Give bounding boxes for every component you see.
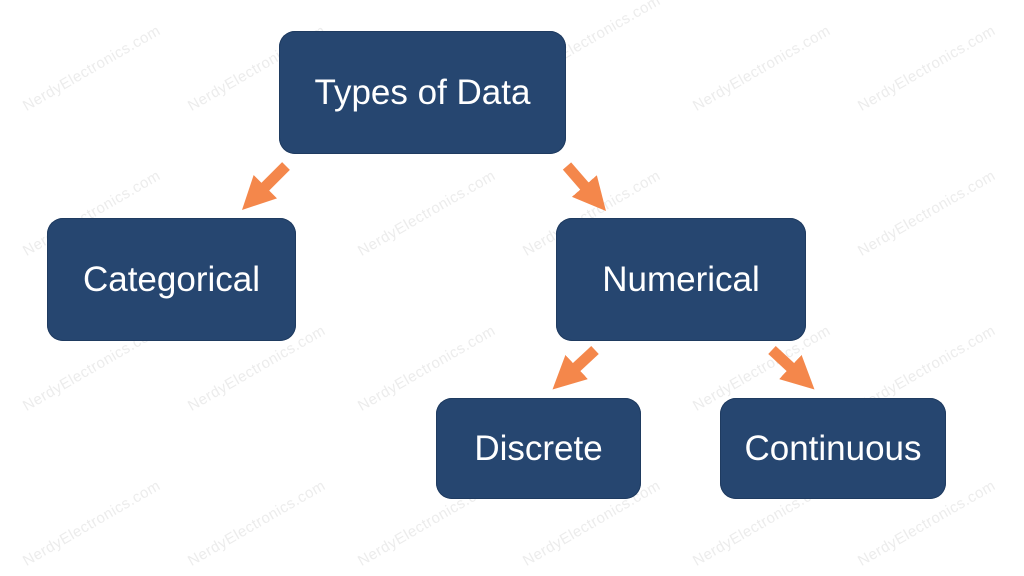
node-continuous: Continuous (720, 398, 946, 499)
node-label: Continuous (744, 428, 922, 468)
node-discrete: Discrete (436, 398, 641, 499)
node-label: Categorical (82, 259, 261, 299)
arrow-root-to-numerical (562, 162, 606, 211)
node-label: Types of Data (314, 72, 531, 112)
arrow-root-to-categorical (241, 162, 290, 211)
arrow-numerical-to-discrete (552, 345, 599, 390)
node-label: Discrete (474, 428, 603, 468)
node-label: Numerical (602, 259, 760, 299)
node-categorical: Categorical (47, 218, 296, 341)
node-types-of-data: Types of Data (279, 31, 566, 154)
arrow-numerical-to-continuous (768, 345, 815, 390)
node-numerical: Numerical (556, 218, 806, 341)
